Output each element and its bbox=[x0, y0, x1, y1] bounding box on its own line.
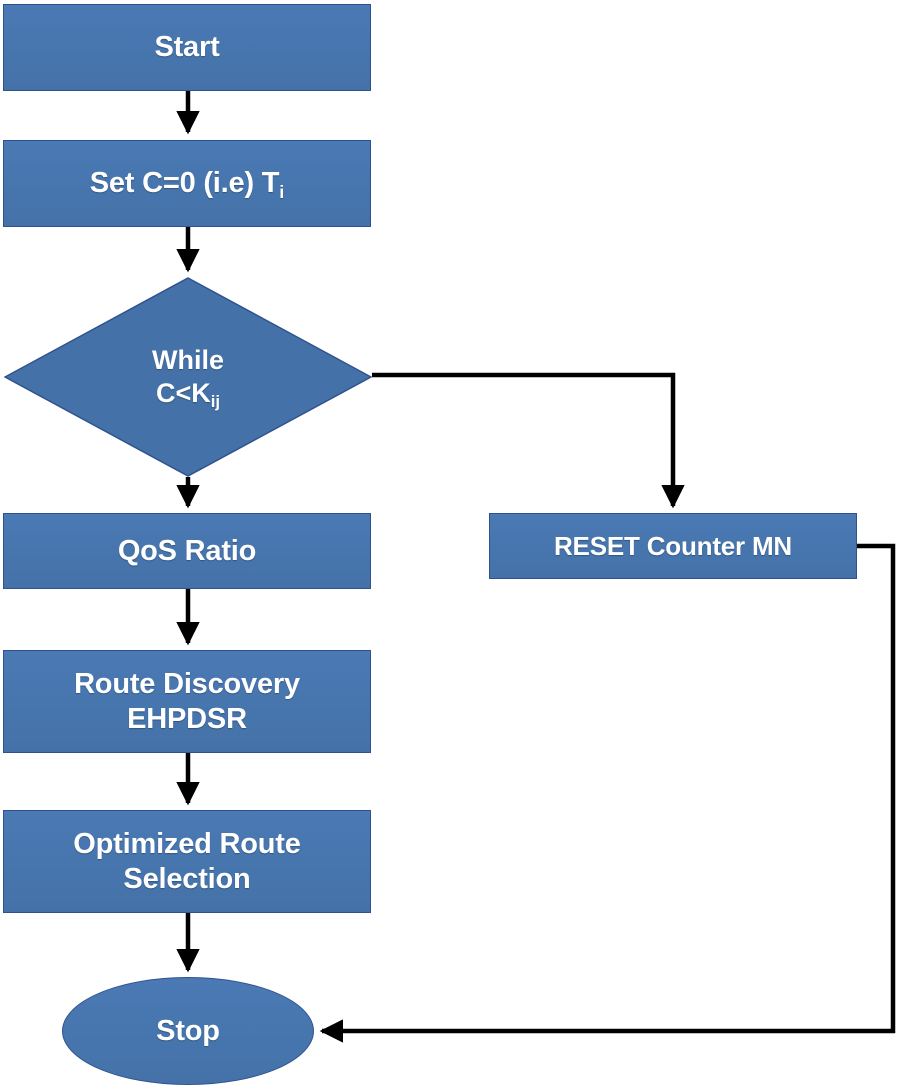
node-start[interactable]: Start bbox=[3, 4, 371, 91]
node-set-counter-label: Set C=0 (i.e) Ti bbox=[89, 166, 285, 202]
node-optimized-route-selection[interactable]: Optimized Route Selection bbox=[3, 810, 371, 913]
node-reset-counter-mn-label: RESET Counter MN bbox=[553, 530, 793, 561]
diamond-shape bbox=[4, 277, 372, 477]
node-route-discovery-label: Route Discovery EHPDSR bbox=[74, 667, 300, 735]
node-optimized-route-selection-label: Optimized Route Selection bbox=[73, 827, 301, 895]
node-route-discovery-line2: EHPDSR bbox=[127, 702, 247, 735]
edge-reset-to-stop bbox=[319, 543, 896, 1043]
node-qos-ratio-label: QoS Ratio bbox=[117, 534, 257, 567]
node-reset-counter-mn[interactable]: RESET Counter MN bbox=[489, 513, 857, 579]
node-qos-ratio[interactable]: QoS Ratio bbox=[3, 513, 371, 589]
node-while-decision[interactable]: While C<Kij bbox=[4, 277, 372, 477]
node-stop-label: Stop bbox=[156, 1014, 220, 1047]
node-optimized-route-selection-line1: Optimized Route bbox=[73, 828, 301, 861]
node-route-discovery[interactable]: Route Discovery EHPDSR bbox=[3, 650, 371, 753]
node-set-counter-label-text: Set C=0 (i.e) T bbox=[89, 167, 280, 200]
node-stop[interactable]: Stop bbox=[62, 977, 314, 1085]
node-start-label: Start bbox=[154, 31, 220, 64]
edge-while-to-reset bbox=[372, 372, 685, 509]
node-optimized-route-selection-line2: Selection bbox=[123, 862, 251, 895]
node-set-counter-label-subscript: i bbox=[279, 181, 285, 202]
node-route-discovery-line1: Route Discovery bbox=[74, 668, 300, 701]
node-set-counter[interactable]: Set C=0 (i.e) Ti bbox=[3, 140, 371, 227]
